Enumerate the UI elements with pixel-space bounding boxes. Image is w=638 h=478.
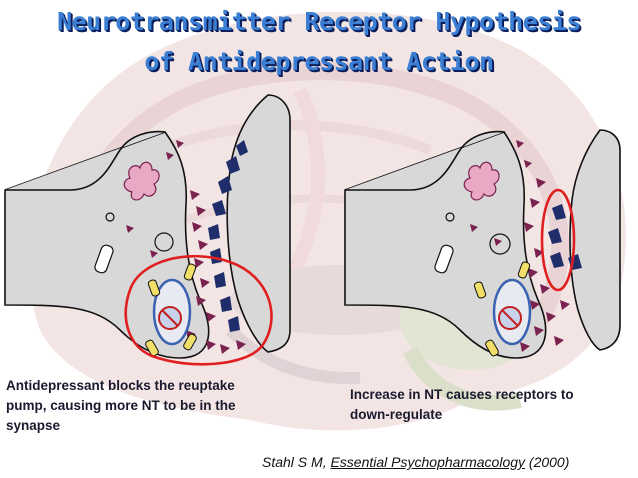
neurotransmitter-icon — [126, 140, 246, 354]
citation-book-title: Essential Psychopharmacology — [330, 454, 526, 470]
highlight-ring — [124, 254, 273, 366]
title-line-2: of Antidepressant Action — [144, 47, 494, 76]
receptor-icon — [208, 140, 248, 332]
postsynaptic-neuron — [569, 129, 621, 351]
right-caption: Increase in NT causes receptors to down-… — [350, 387, 574, 422]
postsynaptic-neuron — [226, 94, 291, 353]
antidepressant-drug-icon — [145, 263, 197, 357]
enzyme-icon — [123, 161, 160, 201]
citation-author: Stahl S M, — [262, 454, 331, 470]
title-line-1: Neurotransmitter Receptor Hypothesis — [57, 7, 581, 36]
left-synapse-panel — [4, 94, 291, 366]
left-caption: Antidepressant blocks the reuptake pump,… — [6, 378, 236, 433]
enzyme-icon — [463, 161, 500, 201]
citation: Stahl S M, Essential Psychopharmacology … — [262, 454, 569, 470]
receptor-icon — [548, 204, 582, 270]
citation-year: (2000) — [525, 454, 570, 470]
right-synapse-panel — [344, 129, 621, 359]
vesicle-icon — [94, 244, 114, 274]
neurotransmitter-icon — [470, 140, 570, 352]
highlight-ring — [540, 188, 576, 292]
